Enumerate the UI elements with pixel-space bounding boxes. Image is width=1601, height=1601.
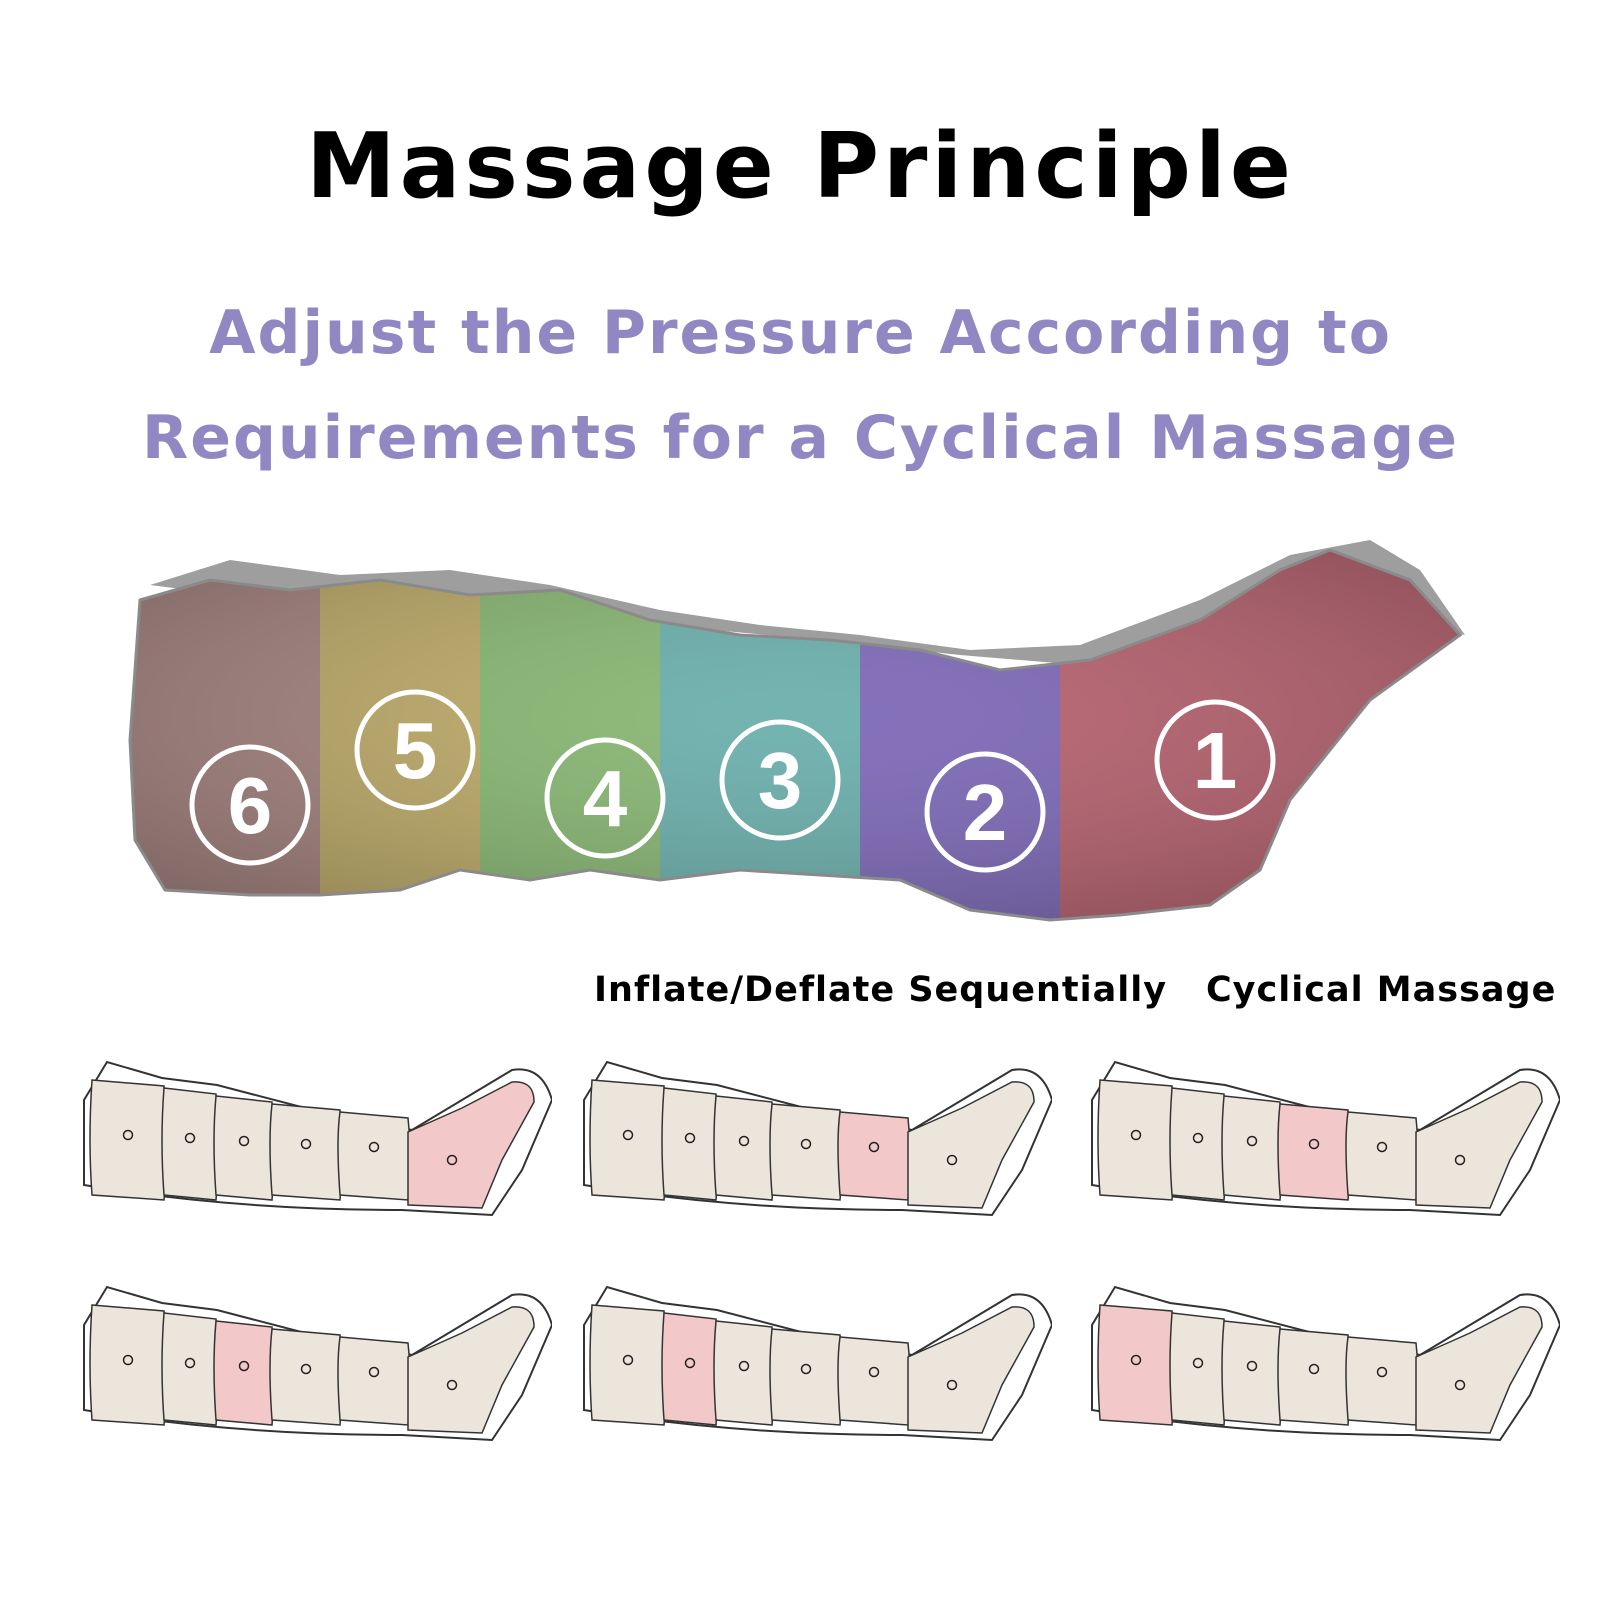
sleeve-chamber xyxy=(837,1336,911,1426)
sleeve-chamber xyxy=(161,1087,219,1201)
air-valve-icon xyxy=(300,1138,312,1150)
leg-massager-illustration: 6 5 4 3 2 1 xyxy=(128,540,1465,922)
sleeve-chamber xyxy=(1415,1081,1543,1209)
subtitle-line-1: Adjust the Pressure According to xyxy=(209,298,1392,368)
sleeve-chamber xyxy=(213,1320,275,1426)
air-valve-icon xyxy=(446,1154,458,1166)
sleeve-chamber xyxy=(713,1095,775,1201)
air-valve-icon xyxy=(868,1141,880,1153)
sleeve-diagram-step-4 xyxy=(83,1285,552,1442)
air-valve-icon xyxy=(1130,1354,1142,1366)
chamber-badge-2: 2 xyxy=(924,751,1046,873)
air-valve-icon xyxy=(946,1154,958,1166)
chamber-badge-6: 6 xyxy=(189,744,311,866)
sleeve-chamber xyxy=(269,1328,343,1426)
air-valve-icon xyxy=(122,1129,134,1141)
air-valve-icon xyxy=(800,1138,812,1150)
air-valve-icon xyxy=(738,1135,750,1147)
air-valve-icon xyxy=(1376,1141,1388,1153)
chamber-number: 1 xyxy=(1193,716,1238,805)
sleeve-chamber xyxy=(1277,1328,1351,1426)
air-valve-icon xyxy=(684,1357,696,1369)
caption-sequential: Inflate/Deflate Sequentially xyxy=(594,970,1168,1010)
chamber-number: 5 xyxy=(393,706,438,795)
chamber-badge-5: 5 xyxy=(354,689,476,811)
air-valve-icon xyxy=(300,1363,312,1375)
sleeve-chamber xyxy=(1345,1336,1419,1426)
sleeve-chamber xyxy=(1169,1087,1227,1201)
sleeve-diagram-step-1 xyxy=(83,1060,552,1217)
air-valve-icon xyxy=(1376,1366,1388,1378)
chamber-number: 4 xyxy=(583,754,628,843)
subtitle-line-2: Requirements for a Cyclical Massage xyxy=(142,403,1459,473)
sleeve-chamber xyxy=(713,1320,775,1426)
air-valve-icon xyxy=(1246,1135,1258,1147)
air-valve-icon xyxy=(1308,1138,1320,1150)
caption-cyclical: Cyclical Massage xyxy=(1206,970,1557,1010)
sleeve-chamber xyxy=(213,1095,275,1201)
air-valve-icon xyxy=(868,1366,880,1378)
sleeve-diagram-step-3 xyxy=(1091,1060,1560,1217)
sleeve-chamber xyxy=(1221,1095,1283,1201)
sleeve-chamber xyxy=(769,1103,843,1201)
air-valve-icon xyxy=(184,1132,196,1144)
sleeve-diagram-step-2 xyxy=(583,1060,1052,1217)
sleeve-diagram-step-5 xyxy=(583,1285,1052,1442)
sleeve-chamber xyxy=(769,1328,843,1426)
air-valve-icon xyxy=(1454,1379,1466,1391)
chamber-badge-1: 1 xyxy=(1154,699,1276,821)
air-valve-icon xyxy=(122,1354,134,1366)
air-valve-icon xyxy=(446,1379,458,1391)
air-valve-icon xyxy=(622,1354,634,1366)
air-valve-icon xyxy=(1192,1132,1204,1144)
air-valve-icon xyxy=(368,1366,380,1378)
chamber-badge-3: 3 xyxy=(719,719,841,841)
air-valve-icon xyxy=(238,1360,250,1372)
air-valve-icon xyxy=(622,1129,634,1141)
chamber-number: 6 xyxy=(228,761,273,850)
sleeve-chamber xyxy=(1277,1103,1351,1201)
air-valve-icon xyxy=(1192,1357,1204,1369)
air-valve-icon xyxy=(1246,1360,1258,1372)
sleeve-chamber xyxy=(1221,1320,1283,1426)
air-valve-icon xyxy=(184,1357,196,1369)
chamber-number: 3 xyxy=(758,736,803,825)
air-valve-icon xyxy=(946,1379,958,1391)
sleeve-chamber xyxy=(661,1312,719,1426)
air-valve-icon xyxy=(238,1135,250,1147)
chamber-number: 2 xyxy=(963,768,1008,857)
sleeve-chamber xyxy=(161,1312,219,1426)
page-title: Massage Principle xyxy=(306,114,1295,219)
air-valve-icon xyxy=(738,1360,750,1372)
sleeve-chamber xyxy=(1415,1306,1543,1434)
air-valve-icon xyxy=(368,1141,380,1153)
sleeve-chamber xyxy=(661,1087,719,1201)
sleeve-diagram-step-6 xyxy=(1091,1285,1560,1442)
air-valve-icon xyxy=(800,1363,812,1375)
chamber-badge-4: 4 xyxy=(544,737,666,859)
sleeve-chamber xyxy=(907,1081,1035,1209)
boot-top-fold xyxy=(150,540,1465,665)
sleeve-chamber xyxy=(337,1111,411,1201)
sleeve-chamber xyxy=(407,1306,535,1434)
sleeve-chamber xyxy=(337,1336,411,1426)
sleeve-chamber xyxy=(837,1111,911,1201)
sleeve-chamber xyxy=(1345,1111,1419,1201)
sleeve-chamber xyxy=(407,1081,535,1209)
sleeve-chamber xyxy=(1169,1312,1227,1426)
air-valve-icon xyxy=(1454,1154,1466,1166)
sleeve-chamber xyxy=(907,1306,1035,1434)
air-valve-icon xyxy=(1308,1363,1320,1375)
sleeve-chamber xyxy=(269,1103,343,1201)
air-valve-icon xyxy=(1130,1129,1142,1141)
air-valve-icon xyxy=(684,1132,696,1144)
